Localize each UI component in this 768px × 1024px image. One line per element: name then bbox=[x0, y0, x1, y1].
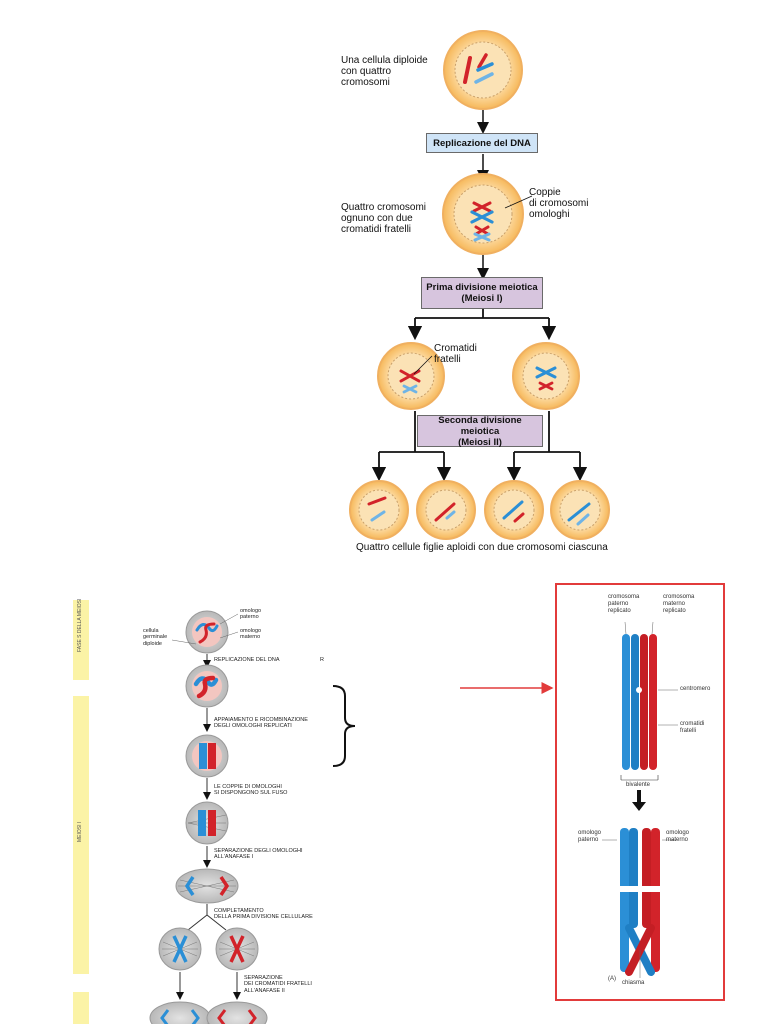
diploid-cell-label: Una cellula diploide con quattro cromoso… bbox=[341, 55, 428, 88]
homolog-pairs-pointer bbox=[504, 195, 533, 209]
inset-bivalent: bivalente bbox=[626, 782, 651, 788]
paternal-homolog-label: omologo paterno bbox=[240, 608, 262, 621]
meiosis-one-daughter-right bbox=[215, 927, 259, 971]
arrow-completion-split bbox=[187, 914, 227, 931]
four-chromosomes-label: Quattro cromosomi ognuno con due cromati… bbox=[341, 202, 427, 235]
daughter-cell-4 bbox=[550, 480, 610, 540]
inset-centromere: centromero bbox=[680, 686, 711, 692]
inset-down-arrow bbox=[632, 790, 646, 811]
meiosis-one-daughter-left bbox=[158, 927, 202, 971]
replicated-cell bbox=[442, 173, 524, 255]
inset-sister-chromatids: cromatidi fratelli bbox=[680, 721, 705, 734]
meiosis-one-cell-left bbox=[377, 342, 445, 410]
meiosis-two-band bbox=[73, 992, 89, 1024]
bivalent-chromosomes bbox=[622, 634, 657, 770]
inset-maternal-homolog: omologo materno bbox=[666, 830, 690, 843]
meiosis-one-band bbox=[73, 696, 89, 974]
sister-chromatids-label: Cromatidi fratelli bbox=[434, 343, 477, 365]
brace bbox=[332, 685, 356, 767]
inset-panel-letter: (A) bbox=[608, 976, 616, 982]
step-pairing: APPAIAMENTO E RICOMBINAZIONE DEGLI OMOLO… bbox=[214, 717, 308, 730]
inset-chiasma: chiasma bbox=[622, 980, 645, 986]
homolog-pairs-label: Coppie di cromosomi omologhi bbox=[529, 187, 589, 220]
phase-s-band bbox=[73, 600, 89, 680]
daughter-cells-caption: Quattro cellule figlie aploidi con due c… bbox=[356, 542, 608, 553]
spindle-cell bbox=[185, 801, 229, 845]
inset-paternal-homolog: omologo paterno bbox=[578, 830, 602, 843]
dna-replication-box: Replicazione del DNA bbox=[426, 133, 538, 153]
germ-cell-label: cellula germinale diploide bbox=[143, 628, 168, 647]
maternal-homolog-label: omologo materno bbox=[240, 628, 262, 641]
paired-homologs-cell bbox=[185, 734, 229, 778]
germ-cell bbox=[185, 610, 229, 654]
inset-paternal-replicated: cromosoma paterno replicato bbox=[608, 594, 640, 614]
replicated-germ-cell bbox=[185, 664, 229, 708]
meiosis-one-label: MEIOSI I bbox=[77, 821, 83, 842]
daughter-cell-2 bbox=[416, 480, 476, 540]
sister-chromatids-pointer bbox=[413, 355, 433, 375]
step-completion: COMPLETAMENTO DELLA PRIMA DIVISIONE CELL… bbox=[214, 908, 313, 921]
diploid-cell bbox=[443, 30, 523, 110]
meiosis-two-branch bbox=[371, 411, 588, 482]
step-sister-separation: SEPARAZIONE DEI CROMATIDI FRATELLI ALL'A… bbox=[244, 975, 312, 994]
meiosis-two-box: Seconda divisione meiotica (Meiosi II) bbox=[417, 415, 543, 448]
daughter-cell-3 bbox=[484, 480, 544, 540]
step-separation: SEPARAZIONE DEGLI OMOLOGHI ALL'ANAFASE I bbox=[214, 848, 303, 861]
meiosis-one-branch bbox=[407, 308, 557, 341]
daughter-cell-1 bbox=[349, 480, 409, 540]
step-replication: REPLICAZIONE DEL DNA bbox=[214, 657, 280, 663]
anaphase-one-cell bbox=[175, 868, 239, 904]
meiosis-one-box: Prima divisione meiotica (Meiosi I) bbox=[421, 277, 543, 309]
anaphase-two-cells bbox=[149, 1001, 268, 1024]
meiosis-one-cell-right bbox=[512, 342, 580, 410]
step-replication-marker: R bbox=[320, 657, 324, 663]
inset-maternal-replicated: cromosoma materno replicato bbox=[663, 594, 695, 614]
phase-s-label: FASE S DELLA MEIOSI bbox=[77, 598, 83, 652]
step-spindle: LE COPPIE DI OMOLOGHI SI DISPONGONO SUL … bbox=[214, 784, 288, 797]
